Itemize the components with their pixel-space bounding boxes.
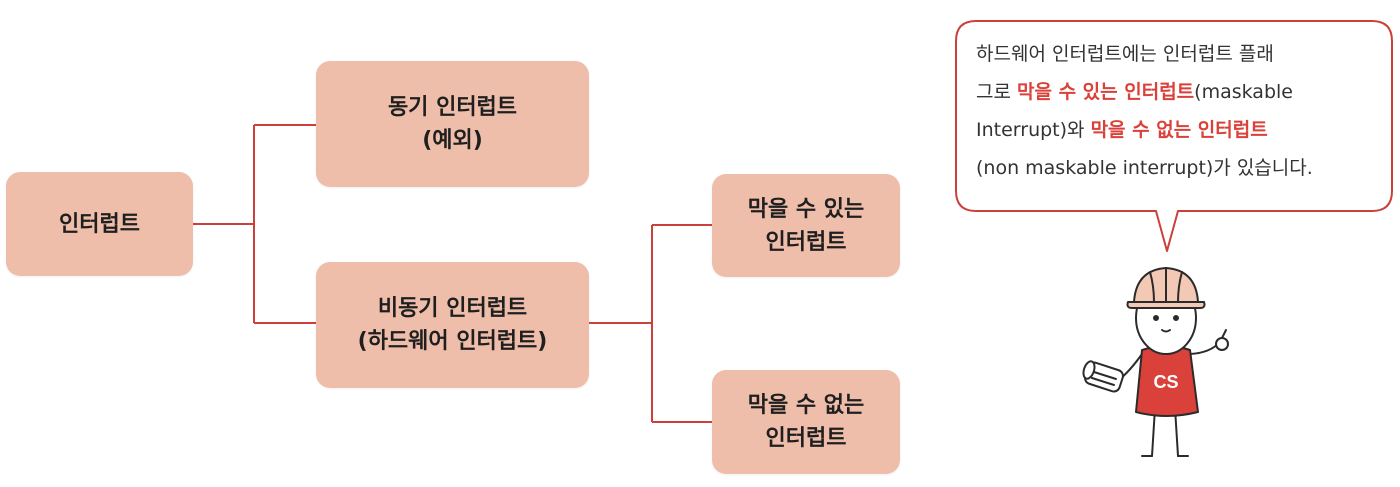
bubble-line-1: 하드웨어 인터럽트에는 인터럽트 플래 xyxy=(976,35,1382,73)
maskable-highlight: 막을 수 있는 인터럽트 xyxy=(1017,81,1194,103)
engineer-character-illustration: CS xyxy=(1080,258,1250,468)
bubble-line-4: (non maskable interrupt)가 있습니다. xyxy=(976,149,1382,187)
bubble-line-3: Interrupt)와 막을 수 없는 인터럽트 xyxy=(976,111,1382,149)
bubble-line-2: 그로 막을 수 있는 인터럽트(maskable xyxy=(976,73,1382,111)
non-maskable-highlight: 막을 수 없는 인터럽트 xyxy=(1091,119,1268,141)
shirt-label: CS xyxy=(1153,372,1178,392)
speech-bubble-text: 하드웨어 인터럽트에는 인터럽트 플래 그로 막을 수 있는 인터럽트(mask… xyxy=(956,21,1392,211)
